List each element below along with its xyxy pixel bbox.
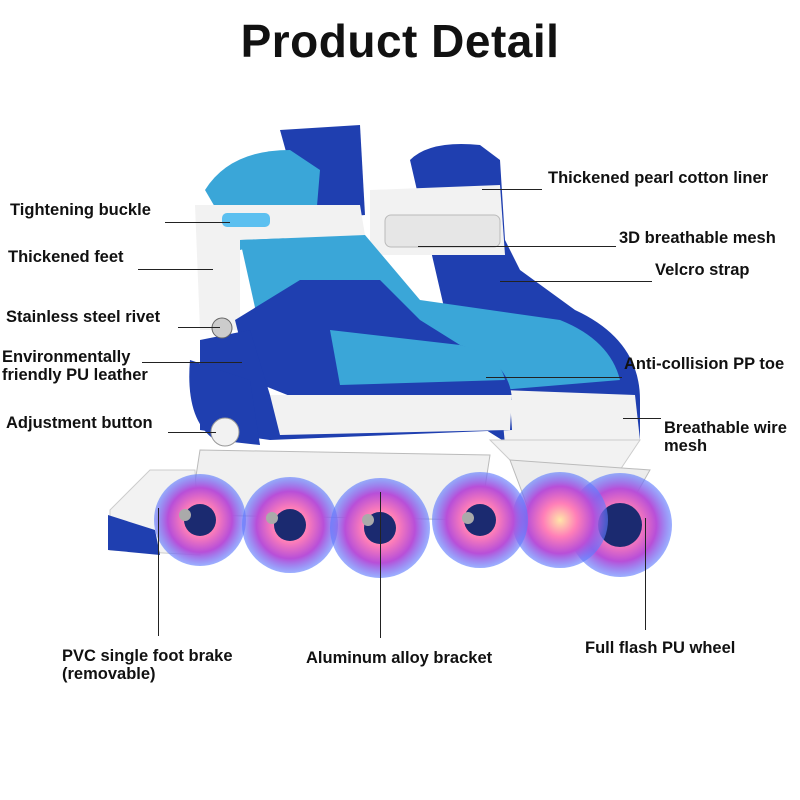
right-skate	[370, 144, 672, 577]
leader-velcro-strap	[500, 281, 652, 282]
label-thickened-feet: Thickened feet	[8, 248, 124, 266]
label-3d-mesh: 3D breathable mesh	[619, 229, 776, 247]
label-velcro-strap: Velcro strap	[655, 261, 750, 279]
leader-adjustment-button	[168, 432, 216, 433]
label-breathable-wire-mesh-line2: mesh	[664, 437, 708, 455]
leader-foot-brake	[158, 508, 159, 636]
leader-stainless-rivet	[178, 327, 220, 328]
label-tightening-buckle: Tightening buckle	[10, 201, 151, 219]
label-alloy-bracket: Aluminum alloy bracket	[306, 649, 493, 667]
label-pearl-cotton-liner: Thickened pearl cotton liner	[548, 169, 769, 187]
label-stainless-rivet: Stainless steel rivet	[6, 308, 161, 326]
label-flash-wheel: Full flash PU wheel	[585, 639, 736, 657]
label-pu-leather-line1: Environmentally	[2, 348, 131, 366]
label-adjustment-button: Adjustment button	[6, 414, 153, 432]
leader-thickened-feet	[138, 269, 213, 270]
label-pu-leather-line2: friendly PU leather	[2, 366, 148, 384]
label-breathable-wire-mesh-line1: Breathable wire	[664, 419, 787, 437]
leader-pearl-cotton-liner	[482, 189, 542, 190]
leader-pu-leather	[142, 362, 242, 363]
label-foot-brake-line2: (removable)	[62, 665, 156, 683]
leader-flash-wheel	[645, 518, 646, 630]
left-skate	[108, 125, 528, 578]
page-title: Product Detail	[240, 15, 560, 67]
leader-tightening-buckle	[165, 222, 230, 223]
label-foot-brake-line1: PVC single foot brake	[62, 647, 233, 665]
leader-anti-collision-toe	[486, 377, 622, 378]
leader-breathable-wire-mesh	[623, 418, 661, 419]
leader-3d-mesh	[418, 246, 616, 247]
leader-alloy-bracket	[380, 492, 381, 638]
label-anti-collision-toe: Anti-collision PP toe	[624, 355, 785, 373]
